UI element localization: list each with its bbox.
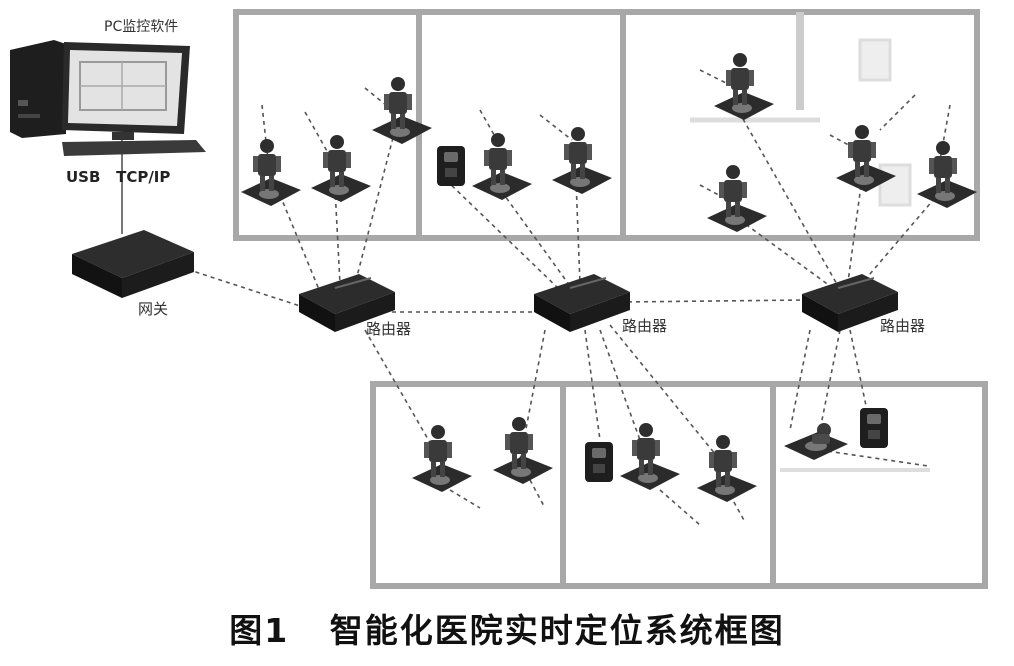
reader-icon <box>860 408 888 448</box>
desktop-pc-icon <box>10 40 206 156</box>
room-4 <box>370 381 566 589</box>
router-label-3: 路由器 <box>880 317 926 335</box>
patient-icon <box>707 165 767 232</box>
monitor-icon <box>62 42 190 140</box>
patient-icon <box>697 435 757 502</box>
bed-icon <box>784 423 848 460</box>
link-label: USB TCP/IP <box>66 168 171 186</box>
system-diagram <box>10 9 988 589</box>
patient-icon <box>412 425 472 492</box>
wireless-links <box>164 69 951 526</box>
router-icon <box>533 273 631 333</box>
patient-icon <box>714 53 774 120</box>
keyboard-icon <box>62 140 206 156</box>
patient-icon <box>620 423 680 490</box>
patient-icon <box>372 77 432 144</box>
reader-icon <box>437 146 465 186</box>
patient-icon <box>552 127 612 194</box>
patient-icon <box>311 135 371 202</box>
router-label-2: 路由器 <box>622 317 668 335</box>
room-6 <box>770 381 988 589</box>
gateway-icon <box>72 230 194 298</box>
room-walls <box>233 9 988 589</box>
patient-icon <box>472 133 532 200</box>
patient-icon <box>917 141 977 208</box>
software-label: PC监控软件 <box>104 19 179 35</box>
figure-caption: 图1 智能化医院实时定位系统框图 <box>229 611 785 650</box>
gateway-label: 网关 <box>138 300 169 318</box>
room-2 <box>416 9 626 241</box>
reader-icon <box>585 442 613 482</box>
router-label-1: 路由器 <box>366 320 412 338</box>
patient-icon <box>493 417 553 484</box>
patient-icon <box>241 139 301 206</box>
